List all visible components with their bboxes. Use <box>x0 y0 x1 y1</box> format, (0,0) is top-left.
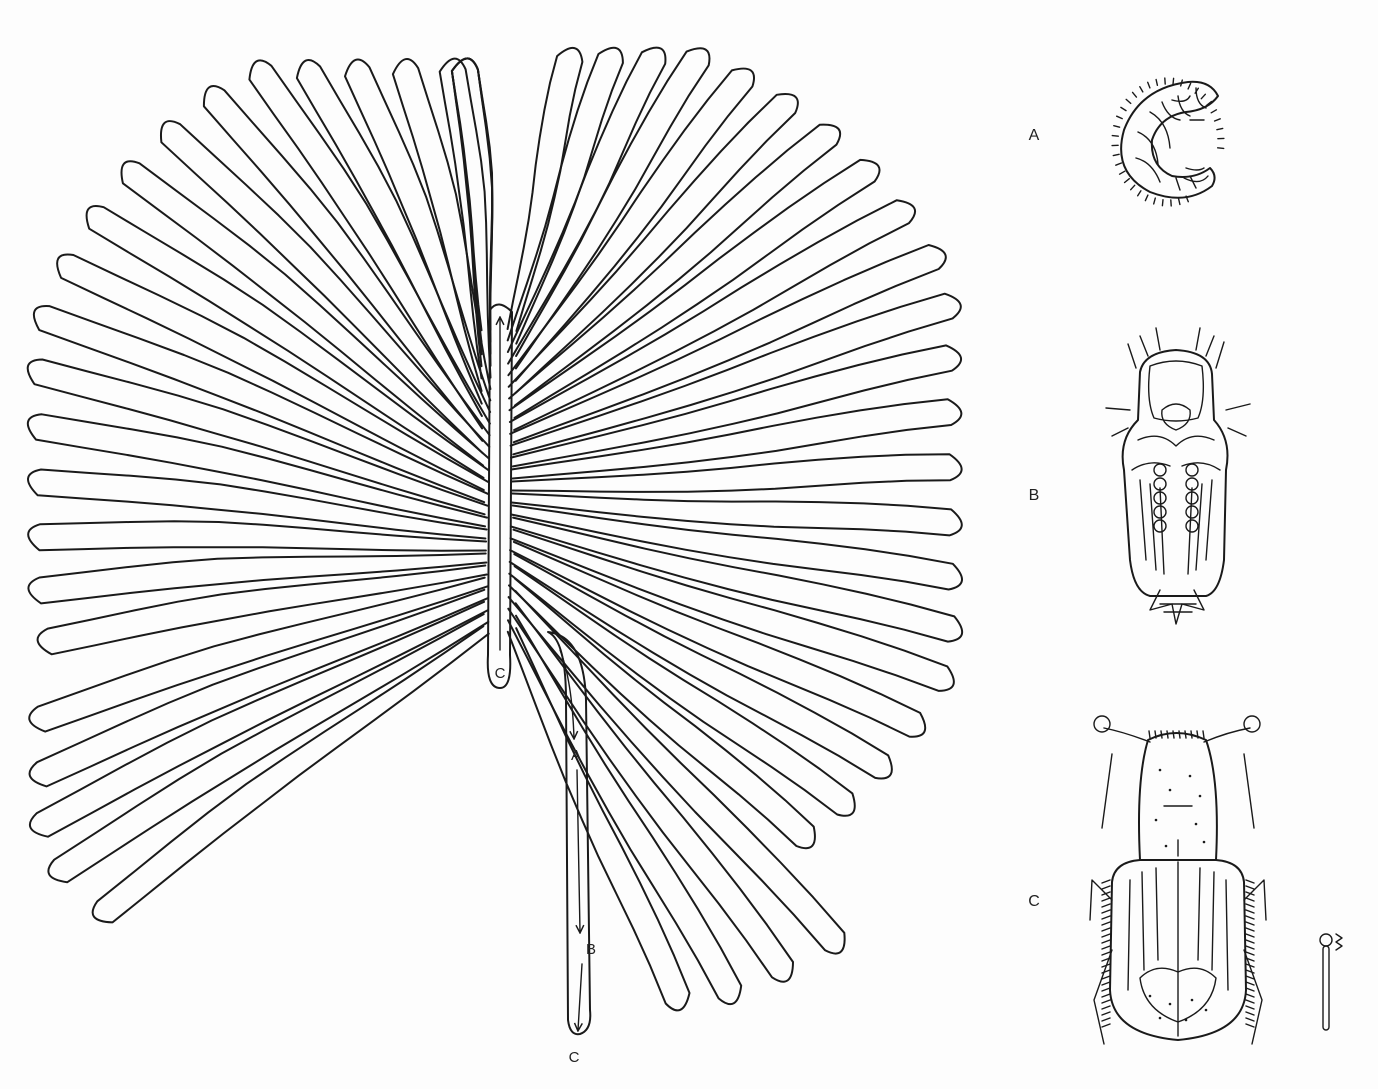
antenna-segment <box>1186 520 1198 532</box>
surface-puncture <box>1159 1017 1162 1020</box>
larval-tunnel <box>249 60 490 428</box>
larval-tunnel <box>161 121 489 453</box>
exit-path-arrow <box>577 770 580 932</box>
surface-puncture <box>1165 845 1168 848</box>
surface-puncture <box>1199 795 1202 798</box>
larval-tunnel <box>30 602 488 837</box>
surface-puncture <box>1191 999 1194 1002</box>
surface-puncture <box>1203 841 1206 844</box>
surface-puncture <box>1155 819 1158 822</box>
pupa-icon <box>1106 328 1250 624</box>
larval-tunnel <box>510 245 946 442</box>
path-end-label: C <box>569 1049 580 1066</box>
larval-tunnel <box>508 616 741 1004</box>
larval-tunnels-right <box>508 48 963 1011</box>
larval-tunnel <box>28 521 486 550</box>
larval-tunnel <box>93 626 489 922</box>
gallery-start-label: C <box>495 665 506 682</box>
surface-puncture <box>1149 995 1152 998</box>
larva-icon <box>1112 78 1224 206</box>
surface-puncture <box>1195 823 1198 826</box>
surface-puncture <box>1189 775 1192 778</box>
antenna-segment <box>1154 506 1166 518</box>
antenna-segment <box>1186 506 1198 518</box>
stage-label-c: C <box>1028 893 1040 910</box>
surface-puncture <box>1159 769 1162 772</box>
antenna-segment <box>1154 464 1166 476</box>
path-label-b: B <box>586 941 596 958</box>
larval-tunnel <box>297 60 490 416</box>
adult-beetle-icon <box>1090 716 1266 1044</box>
surface-puncture <box>1185 1019 1188 1022</box>
larval-tunnel <box>29 578 487 732</box>
antenna-segment <box>1186 464 1198 476</box>
surface-puncture <box>1205 1009 1208 1012</box>
larval-tunnel <box>508 628 690 1010</box>
larval-tunnel <box>28 414 487 526</box>
scale-bar-icon <box>1320 934 1342 1030</box>
larval-tunnel <box>34 306 488 502</box>
surface-puncture <box>1169 1003 1172 1006</box>
path-label-a: A <box>571 747 581 764</box>
larval-tunnel <box>511 294 961 455</box>
antenna-segment <box>1154 520 1166 532</box>
larval-tunnel <box>345 59 490 403</box>
stage-label-a: A <box>1029 127 1040 144</box>
larval-tunnel <box>38 566 487 655</box>
gallery-system: C A B C <box>28 48 962 1066</box>
exit-path-arrow <box>578 964 582 1030</box>
larval-tunnels-left <box>28 58 493 922</box>
larval-tunnel <box>509 125 840 406</box>
larval-tunnel <box>508 48 709 368</box>
larval-tunnel <box>510 200 915 430</box>
stage-label-b: B <box>1029 487 1040 504</box>
surface-puncture <box>1169 789 1172 792</box>
